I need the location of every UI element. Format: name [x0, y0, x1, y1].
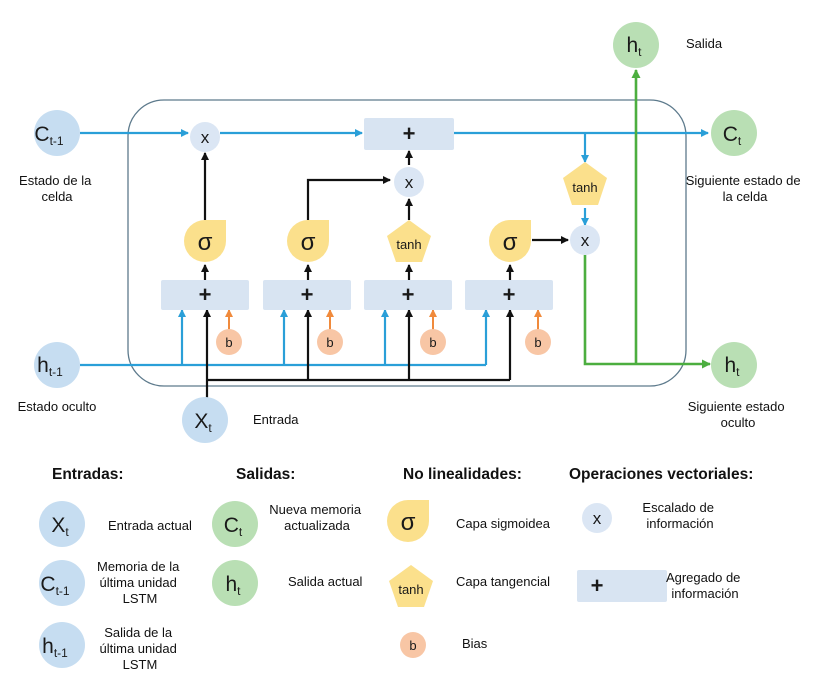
input-lines: [201, 150, 569, 398]
sigmoid-layers: σ σ σ: [184, 220, 531, 262]
label-cell-state: Estado de la celda: [19, 173, 95, 204]
legend-vector-ops: Operaciones vectoriales: x Escalado de i…: [569, 466, 753, 602]
label-next-hidden: Siguiente estado oculto: [688, 399, 788, 430]
bias-arrows: [225, 309, 542, 330]
svg-text:ht: ht: [225, 573, 241, 598]
svg-text:Xt: Xt: [194, 410, 212, 435]
gate-plus-1: +: [199, 282, 212, 307]
cell-add-box: [364, 118, 454, 150]
label-next-cell: Siguiente estado de la celda: [686, 173, 805, 204]
svg-text:ht: ht: [626, 34, 642, 59]
legend-nonlinear: No linealidades: σ Capa sigmoidea tanh C…: [387, 466, 551, 658]
legend-scaling: Escalado de información: [642, 500, 717, 531]
label-output: Salida: [686, 36, 723, 51]
cell-state-lines: [80, 129, 709, 367]
legend-tanh: Capa tangencial: [456, 574, 550, 589]
bias-4: b: [534, 335, 541, 350]
node-x-t: Xt: [182, 397, 228, 443]
sigmoid-input: σ: [301, 229, 316, 256]
multiply-input: x: [405, 173, 414, 192]
label-input: Entrada: [253, 412, 299, 427]
svg-text:Ct: Ct: [224, 514, 243, 539]
multiply-forget: x: [201, 128, 210, 147]
tanh-candidate: tanh: [396, 237, 421, 252]
sigmoid-output: σ: [503, 229, 518, 256]
legend-input-current: Entrada actual: [108, 518, 192, 533]
gate-plus-4: +: [503, 282, 516, 307]
legend-input-hidden: Salida de la última unidad LSTM: [100, 625, 181, 672]
gate-plus-3: +: [402, 282, 415, 307]
legend-vector-ops-title: Operaciones vectoriales:: [569, 466, 753, 483]
svg-text:Ct: Ct: [723, 123, 742, 148]
tanh-cell: tanh: [572, 180, 597, 195]
legend-output-memory: Nueva memoria actualizada: [269, 502, 364, 533]
legend-input-memory: Memoria de la última unidad LSTM: [97, 559, 183, 606]
legend-output-current: Salida actual: [288, 574, 363, 589]
gate-plus-2: +: [301, 282, 314, 307]
svg-text:Xt: Xt: [51, 514, 69, 539]
legend-aggregation: Agregado de información: [666, 570, 744, 601]
bias-3: b: [429, 335, 436, 350]
svg-text:+: +: [591, 573, 604, 598]
bias-2: b: [326, 335, 333, 350]
tanh-layers: tanh tanh: [387, 162, 607, 262]
node-h-prev: ht-1: [34, 342, 80, 388]
sigmoid-forget: σ: [198, 229, 213, 256]
svg-text:Ct-1: Ct-1: [40, 573, 70, 598]
legend-inputs-title: Entradas:: [52, 466, 124, 483]
legend-outputs-title: Salidas:: [236, 466, 295, 483]
svg-text:b: b: [409, 638, 416, 653]
legend-bias: Bias: [462, 636, 488, 651]
diagram-labels: Estado de la celda Estado oculto Entrada…: [18, 36, 805, 430]
node-h-t-top: ht: [613, 22, 659, 68]
svg-text:ht-1: ht-1: [42, 635, 68, 660]
legend-inputs: Entradas: Xt Entrada actual Ct-1 Memoria…: [39, 466, 192, 672]
label-hidden-state: Estado oculto: [18, 399, 97, 414]
legend-sigmoid: Capa sigmoidea: [456, 516, 551, 531]
node-h-t: ht: [711, 342, 757, 388]
multiply-output: x: [581, 231, 590, 250]
gate-sum-boxes: + + + +: [161, 280, 553, 310]
svg-text:ht-1: ht-1: [37, 354, 63, 379]
legend-outputs: Salidas: Ct Nueva memoria actualizada ht…: [212, 466, 364, 606]
multiply-ops: x x x: [190, 122, 600, 255]
svg-text:σ: σ: [401, 509, 416, 536]
svg-text:Ct-1: Ct-1: [34, 123, 64, 148]
bias-nodes: b b b b: [216, 329, 551, 355]
svg-text:tanh: tanh: [398, 582, 423, 597]
bias-1: b: [225, 335, 232, 350]
cell-add-symbol: +: [403, 121, 416, 146]
svg-text:ht: ht: [724, 354, 740, 379]
lstm-cell-boundary: [127, 99, 687, 387]
legend-nonlinear-title: No linealidades:: [403, 466, 522, 483]
svg-text:x: x: [593, 509, 602, 528]
output-lines: [583, 69, 711, 369]
node-c-prev: Ct-1: [34, 110, 80, 156]
node-c-t: Ct: [711, 110, 757, 156]
